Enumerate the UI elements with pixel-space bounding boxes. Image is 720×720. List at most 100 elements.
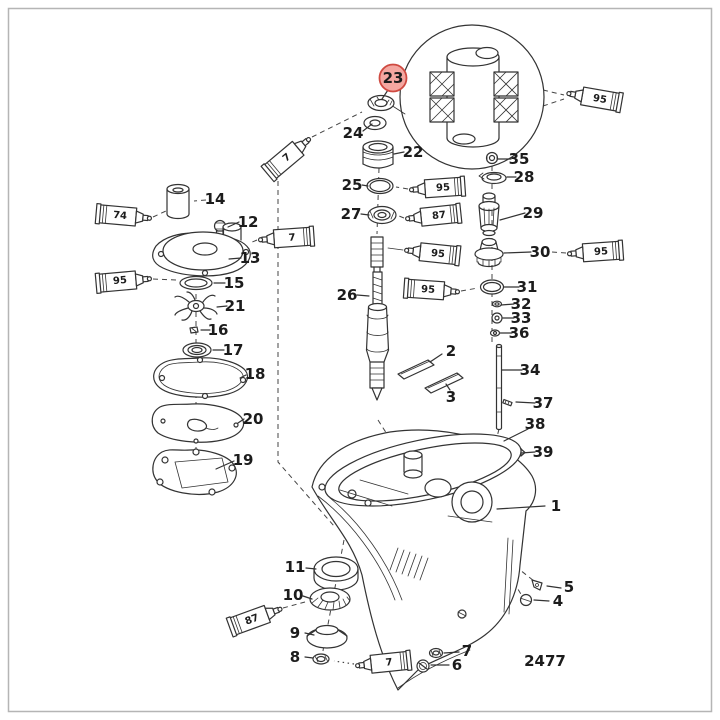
- callout-36[interactable]: 36: [509, 324, 530, 342]
- callout-32[interactable]: 32: [511, 295, 532, 313]
- page-border-frame: [7, 7, 713, 713]
- part-6-screw-plug: [416, 659, 430, 673]
- part-20-face-plate: [151, 403, 245, 444]
- callout-15[interactable]: 15: [224, 274, 245, 292]
- callout-20[interactable]: 20: [243, 410, 264, 428]
- tube-74-sleeve-14-label: 74: [113, 210, 128, 222]
- callout-39[interactable]: 39: [533, 443, 554, 461]
- tube-74-sleeve-14: [94, 202, 153, 227]
- callout-19[interactable]: 19: [233, 451, 254, 469]
- callout-34[interactable]: 34: [520, 361, 541, 379]
- part-17-seal-ring: [182, 342, 212, 358]
- tube-95-oring-25: 95: [408, 175, 467, 199]
- callout-labels: 1 2 3 4 5 6 7 8 9 10 11 12 13 14 15 16 1…: [205, 124, 575, 674]
- tube-95-gear-30-label: 95: [594, 246, 609, 258]
- part-13-water-pump-cover: [152, 222, 251, 277]
- part-31-o-ring: [479, 279, 505, 295]
- callout-37[interactable]: 37: [533, 394, 554, 412]
- callout-5[interactable]: 5: [564, 578, 574, 596]
- callout-9[interactable]: 9: [290, 624, 300, 642]
- tube-95-ring-15: [94, 270, 153, 295]
- part-11-bearing-race: [313, 556, 359, 591]
- tube-7-top-left: [260, 137, 312, 183]
- callout-18[interactable]: 18: [245, 365, 266, 383]
- part-22-bearing-carrier: [362, 140, 394, 169]
- callout-30[interactable]: 30: [530, 243, 551, 261]
- tube-95-driveshaft-label: 95: [430, 248, 445, 260]
- part-32-pin: [491, 300, 503, 308]
- part-26-driveshaft: [365, 236, 404, 401]
- part-25-o-ring: [366, 177, 394, 195]
- callout-29[interactable]: 29: [523, 204, 544, 222]
- part-19-gasket: [152, 448, 237, 496]
- tube-95-oring-31: [402, 277, 461, 301]
- part-37-pin: [502, 398, 513, 407]
- callout-24[interactable]: 24: [343, 124, 364, 142]
- callout-35[interactable]: 35: [509, 150, 530, 168]
- callout-38[interactable]: 38: [525, 415, 546, 433]
- callout-1[interactable]: 1: [551, 497, 561, 515]
- callout-4[interactable]: 4: [553, 592, 563, 610]
- part-5-clip: [531, 579, 543, 591]
- part-10-tapered-bearing: [309, 587, 351, 611]
- callout-8[interactable]: 8: [290, 648, 300, 666]
- tube-87-seal-27-label: 87: [432, 210, 447, 222]
- part-30-pinion-gear: [474, 237, 504, 268]
- part-1-gear-housing: [311, 429, 537, 691]
- callout-33[interactable]: 33: [511, 309, 532, 327]
- needle-bearing-right: [493, 71, 519, 123]
- callout-2[interactable]: 2: [446, 342, 456, 360]
- diagram-number: 2477: [524, 652, 566, 670]
- callout-31[interactable]: 31: [517, 278, 538, 296]
- part-15-seal-ring: [179, 275, 213, 291]
- part-18-gasket: [153, 356, 249, 400]
- part-36-bushing: [489, 329, 501, 337]
- needle-bearing-left: [429, 71, 455, 123]
- callout-12[interactable]: 12: [238, 213, 259, 231]
- callout-3[interactable]: 3: [446, 388, 456, 406]
- part-9-seal-carrier: [306, 624, 348, 649]
- lubricant-tubes: 7 95 95: [94, 86, 625, 674]
- part-2-shim: [397, 359, 435, 380]
- tube-95-ring-15-label: 95: [113, 275, 128, 287]
- part-7-washer: [428, 647, 444, 659]
- part-16-impeller-key: [189, 326, 199, 334]
- callout-16[interactable]: 16: [208, 321, 229, 339]
- tube-7-cover-13-label: 7: [288, 232, 296, 243]
- part-3-shim: [424, 372, 464, 394]
- part-14-sleeve: [166, 183, 190, 220]
- part-33-washer: [491, 312, 503, 324]
- callout-22[interactable]: 22: [403, 143, 424, 161]
- callout-6[interactable]: 6: [452, 656, 462, 674]
- part-27-oil-seal: [367, 205, 397, 225]
- tube-95-inset-label: 95: [592, 93, 608, 106]
- highlighted-callout-23[interactable]: 23: [378, 63, 408, 93]
- callout-21[interactable]: 21: [225, 297, 246, 315]
- tube-95-driveshaft: 95: [404, 242, 462, 267]
- tube-7-nut-8-label: 7: [385, 657, 393, 669]
- callout-11[interactable]: 11: [285, 558, 306, 576]
- callout-13[interactable]: 13: [240, 249, 261, 267]
- callout-25[interactable]: 25: [342, 176, 363, 194]
- callout-23[interactable]: 23: [383, 69, 404, 87]
- callout-17[interactable]: 17: [223, 341, 244, 359]
- callout-7[interactable]: 7: [462, 642, 472, 660]
- tube-95-oring-31-label: 95: [421, 284, 436, 296]
- tube-95-gear-30: 95: [566, 239, 625, 263]
- part-21-impeller: [174, 291, 218, 321]
- callout-leader-lines: [200, 89, 562, 666]
- part-4-plug: [519, 593, 533, 607]
- inset-bearing-detail: [390, 24, 545, 170]
- tube-95-inset: 95: [566, 86, 624, 114]
- callout-28[interactable]: 28: [514, 168, 535, 186]
- tube-95-oring-25-label: 95: [436, 182, 451, 194]
- callout-27[interactable]: 27: [341, 205, 362, 223]
- callout-10[interactable]: 10: [283, 586, 304, 604]
- highlight-circle[interactable]: [378, 63, 408, 93]
- callout-14[interactable]: 14: [205, 190, 226, 208]
- callout-26[interactable]: 26: [337, 286, 358, 304]
- part-34-shift-shaft: [495, 343, 503, 431]
- tube-87-seal-27: 87: [405, 202, 463, 227]
